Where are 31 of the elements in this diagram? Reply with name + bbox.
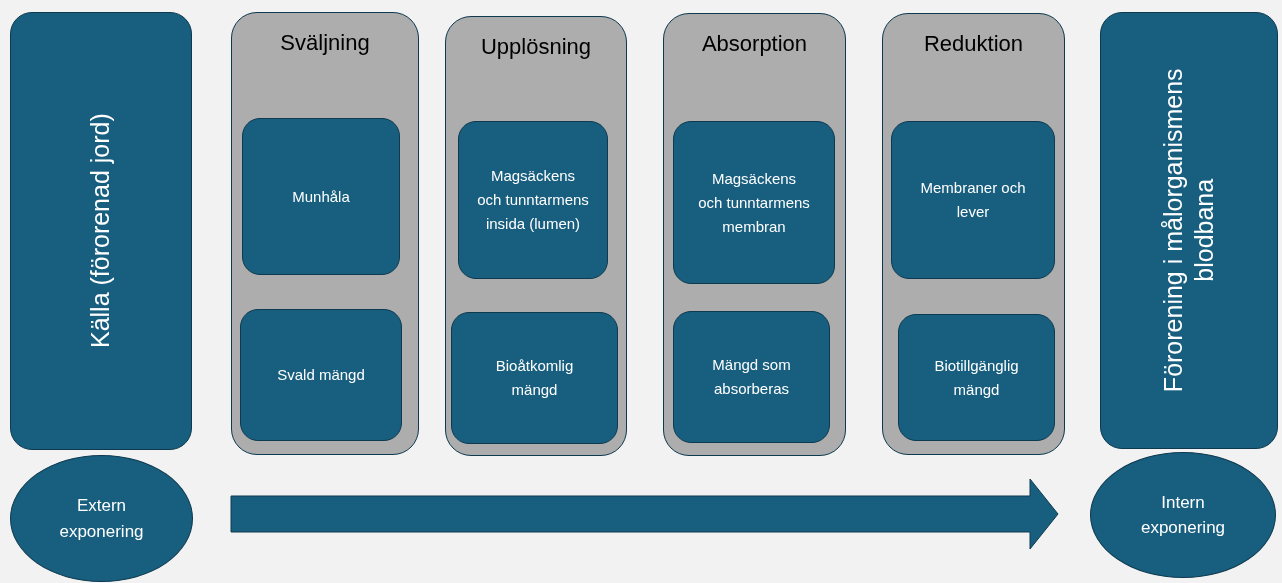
- step-box: [451, 312, 618, 444]
- block-arrow: [230, 478, 1059, 550]
- step-label: Svald mängd: [277, 365, 365, 385]
- stage-heading: Upplösning: [479, 33, 593, 61]
- step-label: Magsäckens och tunntarmens membran: [698, 168, 810, 237]
- stage-heading: Absorption: [700, 30, 809, 58]
- step-label: Membraner och lever: [919, 178, 1027, 222]
- vertical-label: Förorening i målorganismens blodbana: [1157, 67, 1219, 395]
- stage-panel: [882, 13, 1065, 455]
- step-label: Munhåla: [292, 186, 350, 207]
- source-box: [1100, 12, 1278, 449]
- step-label: Bioåtkomlig mängd: [494, 356, 575, 400]
- stage-heading: Sväljning: [279, 29, 371, 57]
- ellipse-label: Intern exponering: [1139, 491, 1227, 539]
- step-box: [673, 311, 830, 443]
- step-label: Magsäckens och tunntarmens insida (lumen): [477, 166, 589, 234]
- step-label: Mängd som absorberas: [711, 355, 792, 399]
- stage-panel: [445, 16, 627, 456]
- step-box: [891, 121, 1055, 279]
- step-box: [458, 121, 608, 279]
- step-box: [242, 118, 400, 275]
- step-label: Biotillgänglig mängd: [933, 355, 1020, 400]
- step-box: [240, 309, 402, 441]
- vertical-label: Källa (förorenad jord): [85, 112, 116, 351]
- stage-panel: [231, 12, 419, 455]
- step-box: [673, 121, 835, 284]
- step-box: [898, 314, 1055, 441]
- source-box: [10, 12, 192, 450]
- stage-heading: Reduktion: [922, 30, 1025, 58]
- ellipse-label: Extern exponering: [58, 495, 145, 543]
- stage-panel: [663, 13, 846, 456]
